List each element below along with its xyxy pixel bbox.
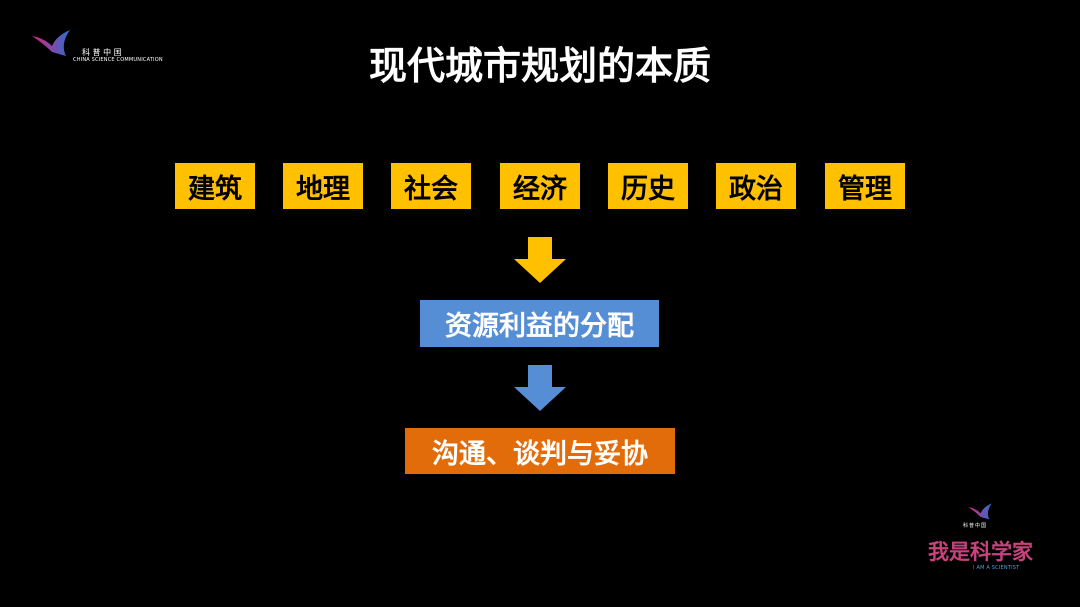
- logo-wing-icon: [968, 503, 992, 520]
- category-box: 政治: [716, 163, 796, 209]
- category-box: 管理: [825, 163, 905, 209]
- arrow-down-icon: [514, 237, 566, 283]
- category-box: 历史: [608, 163, 688, 209]
- logo-small-cn: 科普中国: [963, 523, 988, 529]
- logo-en: I AM A SCIENTIST: [973, 565, 1020, 571]
- page-title: 现代城市规划的本质: [368, 44, 711, 88]
- arrow-down-icon: [514, 365, 566, 411]
- logo-kepu-china: 科 普 中 国 CHINA SCIENCE COMMUNICATION: [30, 30, 170, 64]
- category-box: 经济: [500, 163, 580, 209]
- negotiation-box: 沟通、谈判与妥协: [405, 428, 675, 474]
- logo-cn: 科 普 中 国: [82, 48, 122, 57]
- category-box: 社会: [391, 163, 471, 209]
- category-box: 地理: [283, 163, 363, 209]
- logo-i-am-a-scientist: 科普中国 我是科学家 I AM A SCIENTIST: [925, 503, 1040, 575]
- logo-wing-icon: [32, 30, 70, 56]
- resource-allocation-box: 资源利益的分配: [420, 300, 659, 347]
- logo-en: CHINA SCIENCE COMMUNICATION: [73, 57, 163, 63]
- logo-cn: 我是科学家: [928, 540, 1033, 564]
- category-box: 建筑: [175, 163, 255, 209]
